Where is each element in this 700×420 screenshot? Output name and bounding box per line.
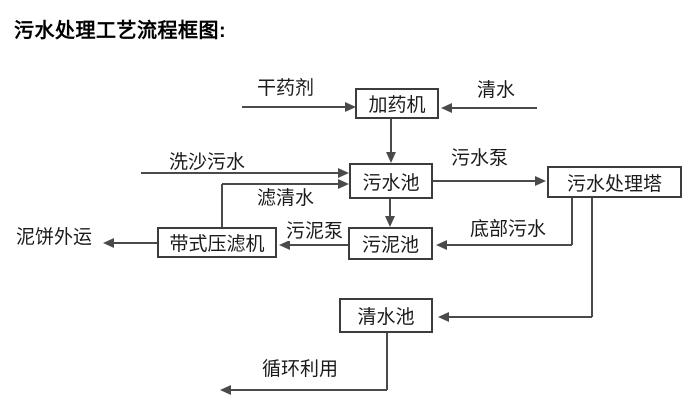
edge-filter-press-to-mud-cake-segment bbox=[114, 242, 157, 244]
label-sludge-pump: 污泥泵 bbox=[286, 221, 344, 242]
label-dry-agent: 干药剂 bbox=[257, 78, 315, 99]
edge-tower-to-clean-pool-arrowhead bbox=[438, 312, 449, 322]
edge-tower-to-sludge-pool-segment bbox=[447, 244, 572, 246]
edge-filter-press-to-sewage-pool-arrowhead bbox=[338, 179, 349, 189]
edge-sewage-pool-to-sludge-pool-segment bbox=[389, 199, 391, 216]
label-bottom-sewage: 底部污水 bbox=[470, 219, 547, 240]
edge-sand-wash-to-sewage-pool-segment bbox=[141, 172, 338, 174]
edge-tower-to-clean-pool-segment bbox=[449, 316, 592, 318]
edge-tower-to-clean-pool-segment bbox=[591, 198, 593, 317]
edge-sewage-pool-to-sludge-pool-arrowhead bbox=[385, 216, 395, 227]
node-belt-filter-press: 带式压滤机 bbox=[157, 227, 277, 258]
label-recycle-use: 循环利用 bbox=[262, 359, 339, 380]
node-sewage-pool: 污水池 bbox=[349, 163, 433, 199]
edge-dry-agent-to-dosing-segment bbox=[242, 106, 345, 108]
label-mud-cake-out: 泥饼外运 bbox=[16, 227, 93, 248]
node-sludge-pool: 污泥池 bbox=[348, 227, 433, 260]
node-treatment-tower: 污水处理塔 bbox=[547, 166, 682, 198]
label-sand-washing-sewage: 洗沙污水 bbox=[169, 152, 246, 173]
node-dosing-machine: 加药机 bbox=[355, 88, 439, 119]
edge-tower-to-sludge-pool-arrowhead bbox=[436, 240, 447, 250]
edge-dosing-to-sewage-pool-segment bbox=[390, 119, 392, 152]
edge-clean-pool-to-recycle-arrowhead bbox=[220, 385, 231, 395]
label-clean-water-in: 清水 bbox=[477, 80, 516, 101]
edge-clean-water-to-dosing-segment bbox=[452, 107, 537, 109]
edge-filter-press-to-sewage-pool-segment bbox=[222, 183, 338, 185]
edge-tower-to-sludge-pool-segment bbox=[571, 198, 573, 245]
node-clean-water-pool: 清水池 bbox=[339, 298, 433, 333]
edge-sewage-pool-to-tower-segment bbox=[433, 180, 535, 182]
page-title: 污水处理工艺流程框图: bbox=[14, 20, 227, 42]
edge-sludge-pool-to-filter-press-segment bbox=[290, 244, 348, 246]
edge-sludge-pool-to-filter-press-arrowhead bbox=[279, 240, 290, 250]
edge-dry-agent-to-dosing-arrowhead bbox=[345, 102, 356, 112]
edge-sewage-pool-to-tower-arrowhead bbox=[535, 176, 546, 186]
edge-clean-pool-to-recycle-segment bbox=[231, 389, 387, 391]
label-sewage-pump: 污水泵 bbox=[451, 148, 509, 169]
edge-sand-wash-to-sewage-pool-arrowhead bbox=[338, 168, 349, 178]
edge-clean-water-to-dosing-arrowhead bbox=[441, 103, 452, 113]
edge-dosing-to-sewage-pool-arrowhead bbox=[386, 152, 396, 163]
edge-clean-pool-to-recycle-segment bbox=[386, 333, 388, 390]
edge-filter-press-to-mud-cake-arrowhead bbox=[103, 238, 114, 248]
label-filtered-water: 滤清水 bbox=[257, 188, 315, 209]
edge-filter-press-to-sewage-pool-segment bbox=[221, 184, 223, 227]
